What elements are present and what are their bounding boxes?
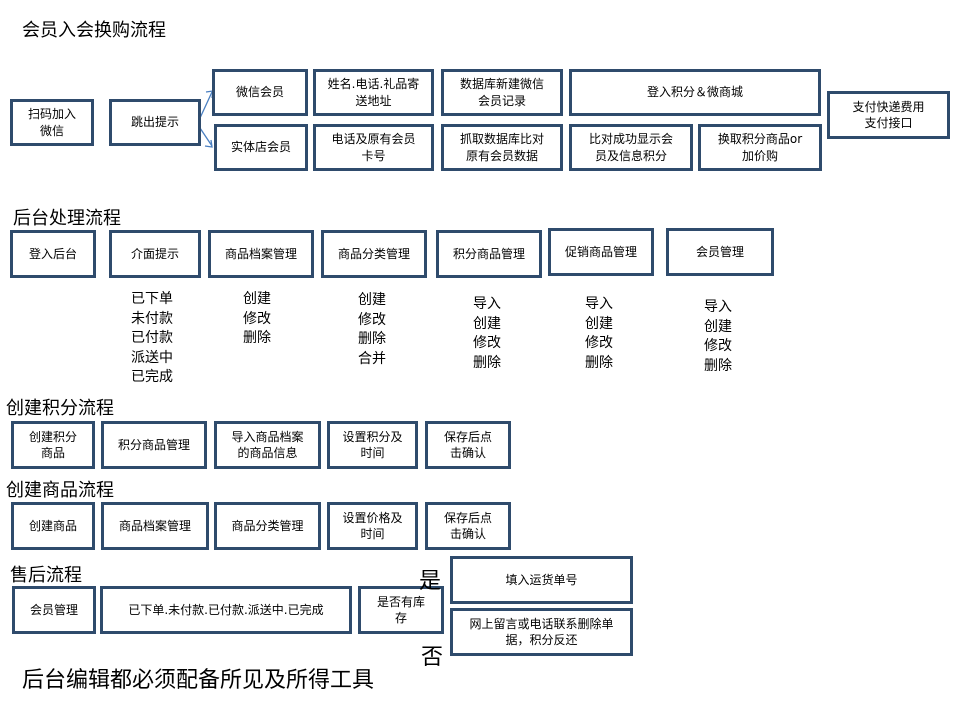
name-phone-address-box: 姓名.电话.礼品寄 送地址 [313, 69, 434, 116]
product-category-mgmt-box: 商品分类管理 [214, 502, 321, 550]
store-member-box: 实体店会员 [214, 124, 308, 171]
member-mgmt-box: 会员管理 [666, 228, 774, 276]
login-points-mall-box: 登入积分＆微商城 [569, 69, 821, 116]
import-archive-info-box: 导入商品档案 的商品信息 [214, 421, 321, 469]
heading-create-product-flow: 创建商品流程 [6, 480, 114, 501]
yes-label: 是 [419, 569, 442, 594]
promo-product-list: 导入 创建 修改 删除 [585, 296, 613, 371]
order-status-box: 已下单.未付款.已付款.派送中.已完成 [100, 586, 352, 634]
member-mgmt-list: 导入 创建 修改 删除 [704, 299, 732, 374]
create-product-box: 创建商品 [11, 502, 95, 550]
set-points-time-box: 设置积分及 时间 [327, 421, 418, 469]
save-confirm-points-box: 保存后点 击确认 [425, 421, 511, 469]
footer-note: 后台编辑都必须配备所见及所得工具 [22, 668, 375, 693]
heading-backend-flow: 后台处理流程 [13, 208, 121, 229]
in-stock-box: 是否有库 存 [358, 586, 444, 634]
heading-aftersale-flow: 售后流程 [10, 565, 82, 586]
fill-tracking-box: 填入运货单号 [450, 556, 633, 604]
points-product-list: 导入 创建 修改 删除 [473, 296, 501, 371]
compare-success-box: 比对成功显示会 员及信息积分 [569, 124, 693, 171]
product-category-box: 商品分类管理 [321, 230, 427, 278]
interface-hint-box: 介面提示 [109, 230, 201, 278]
product-archive-mgmt-box: 商品档案管理 [101, 502, 209, 550]
interface-hint-list: 已下单 未付款 已付款 派送中 已完成 [131, 291, 173, 385]
heading-create-points-flow: 创建积分流程 [6, 398, 114, 419]
no-label: 否 [421, 645, 444, 670]
points-product-mgmt-box: 积分商品管理 [101, 421, 207, 469]
wechat-member-box: 微信会员 [212, 69, 308, 116]
contact-delete-box: 网上留言或电话联系删除单 据，积分反还 [450, 608, 633, 656]
points-product-box: 积分商品管理 [436, 230, 542, 278]
set-price-time-box: 设置价格及 时间 [327, 502, 418, 550]
db-new-record-box: 数据库新建微信 会员记录 [441, 69, 563, 116]
backend-login-box: 登入后台 [10, 230, 96, 278]
create-points-product-box: 创建积分 商品 [11, 421, 95, 469]
phone-card-box: 电话及原有会员 卡号 [313, 124, 434, 171]
exchange-points-box: 换取积分商品or 加价购 [698, 124, 822, 171]
product-archive-box: 商品档案管理 [208, 230, 314, 278]
promo-product-box: 促销商品管理 [548, 228, 654, 276]
popup-hint-box: 跳出提示 [109, 99, 201, 146]
product-category-list: 创建 修改 删除 合并 [358, 292, 386, 367]
save-confirm-product-box: 保存后点 击确认 [425, 502, 511, 550]
product-archive-list: 创建 修改 删除 [243, 291, 271, 346]
aftersale-member-mgmt-box: 会员管理 [12, 586, 96, 634]
payment-box: 支付快递费用 支付接口 [827, 91, 950, 139]
heading-member-flow: 会员入会换购流程 [22, 20, 166, 41]
scan-join-wechat-box: 扫码加入 微信 [10, 99, 94, 146]
db-compare-box: 抓取数据库比对 原有会员数据 [441, 124, 563, 171]
